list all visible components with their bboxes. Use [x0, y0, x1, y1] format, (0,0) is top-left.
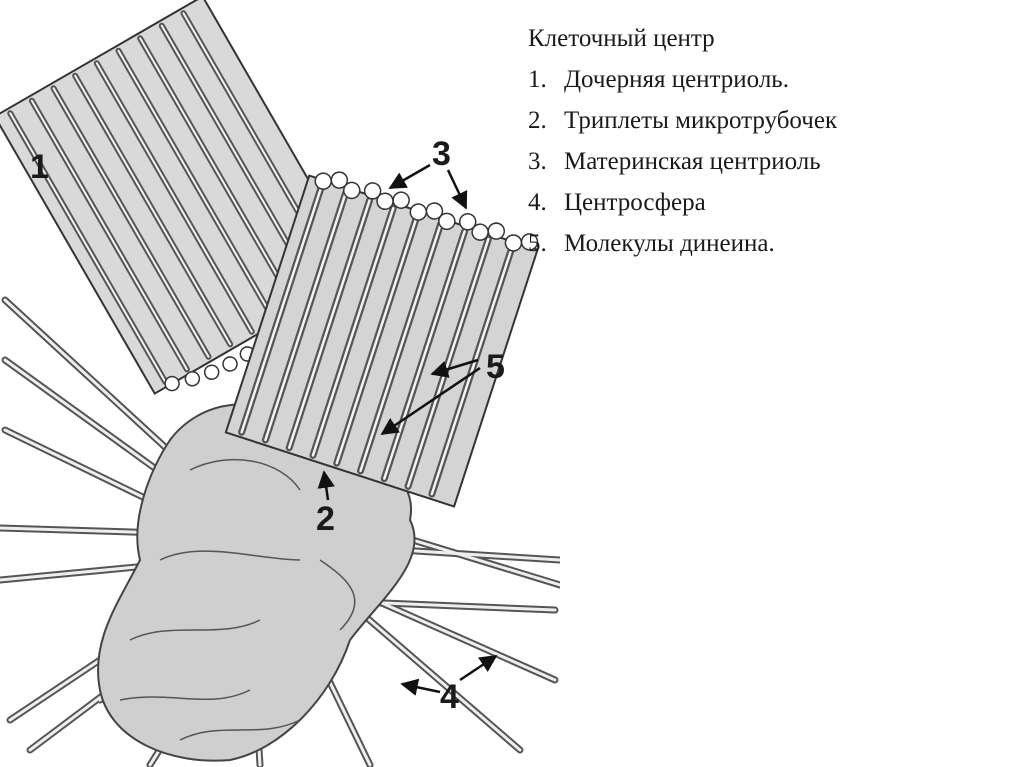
legend-item-number: 2. [528, 107, 547, 134]
legend-title: Клеточный центр [528, 25, 715, 52]
legend-item: 1. Дочерняя центриоль. [528, 59, 837, 100]
legend-item: 5. Молекулы динеина. [528, 223, 837, 264]
legend-item: 3. Материнская центриоль [528, 141, 837, 182]
figure-label-4: 4 [440, 678, 459, 716]
legend-item-text: Дочерняя центриоль. [564, 66, 789, 93]
mother-centriole [224, 171, 539, 508]
callout-arrows [317, 163, 498, 696]
cell-center-illustration: 1 2 3 4 5 [0, 0, 560, 767]
figure-label-3: 3 [432, 135, 451, 173]
figure-label-5: 5 [486, 348, 505, 386]
legend-item-text: Материнская центриоль [564, 148, 821, 175]
legend-item-text: Триплеты микротрубочек [564, 107, 838, 134]
legend-item-text: Центросфера [564, 189, 706, 216]
legend-item: 4. Центросфера [528, 182, 837, 223]
legend: Клеточный центр 1. Дочерняя центриоль. 2.… [528, 18, 837, 264]
legend-item-text: Молекулы динеина. [564, 230, 775, 257]
figure-label-2: 2 [316, 500, 335, 538]
figure-label-1: 1 [30, 148, 49, 186]
legend-list: 1. Дочерняя центриоль. 2. Триплеты микротр… [528, 59, 837, 264]
legend-item-number: 3. [528, 148, 547, 175]
legend-item-number: 4. [528, 189, 547, 216]
legend-item-number: 5. [528, 230, 547, 257]
legend-item: 2. Триплеты микротрубочек [528, 100, 837, 141]
legend-item-number: 1. [528, 66, 547, 93]
